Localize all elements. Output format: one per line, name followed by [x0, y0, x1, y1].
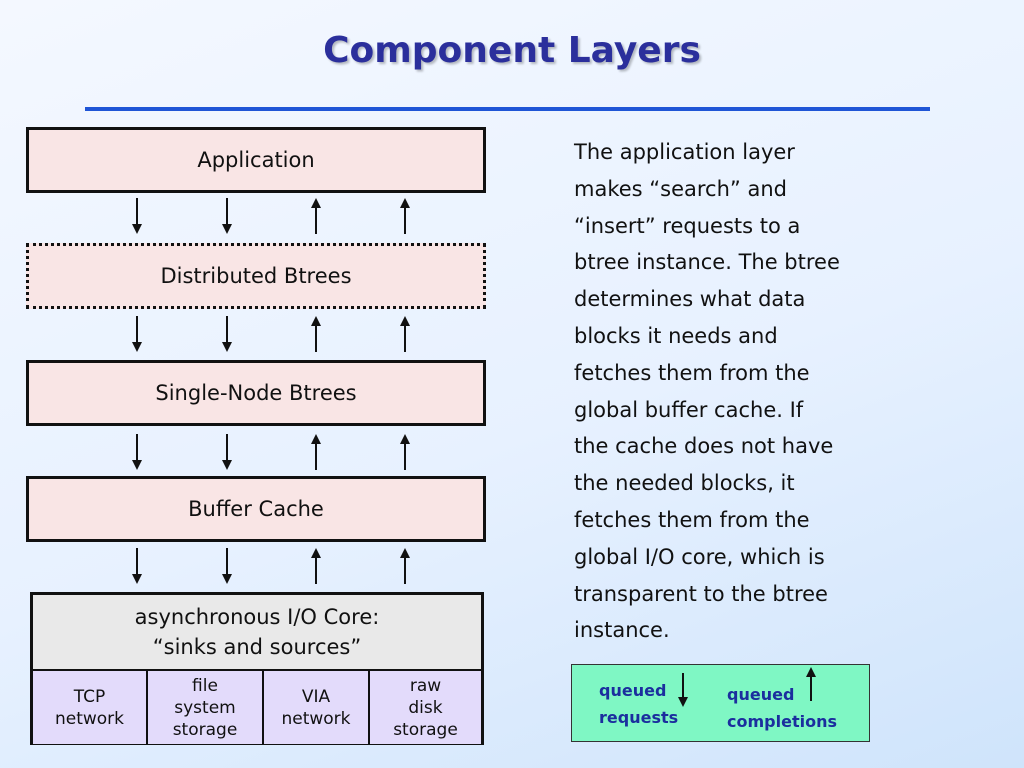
description-line: the needed blocks, it [574, 471, 795, 496]
layer-application: Application [26, 127, 486, 193]
description-line: global buffer cache. If [574, 397, 804, 422]
cell-line: network [281, 708, 351, 729]
up-arrow-icon [806, 667, 816, 701]
layer-single-node-btrees: Single-Node Btrees [26, 360, 486, 426]
description-line: the cache does not have [574, 434, 834, 459]
io-core: asynchronous I/O Core: “sinks and source… [30, 592, 484, 745]
io-core-header: asynchronous I/O Core: “sinks and source… [33, 595, 481, 671]
legend-box: queued requests queued completions [571, 664, 870, 742]
cell-line: VIA [301, 686, 331, 707]
io-core-title: asynchronous I/O Core: [134, 605, 380, 629]
cell-line: system [174, 697, 236, 718]
cell-line: file [192, 675, 218, 696]
layer-label: Single-Node Btrees [155, 381, 357, 405]
description-line: blocks it needs and [574, 323, 778, 348]
io-core-subtitle: “sinks and sources” [152, 635, 362, 659]
slide-title: Component Layers [323, 30, 701, 71]
cell-line: raw [409, 675, 442, 696]
cell-line: disk [408, 697, 443, 718]
cell-line: network [54, 708, 125, 729]
description-line: instance. [574, 618, 670, 643]
layer-label: Distributed Btrees [160, 264, 352, 288]
legend-queued-completions: queued completions [727, 681, 837, 735]
description-line: determines what data [574, 287, 806, 312]
legend-line: completions [727, 712, 837, 731]
description-line: makes “search” and [574, 176, 787, 201]
layer-buffer-cache: Buffer Cache [26, 476, 486, 542]
layer-label: Application [197, 148, 315, 172]
description-line: btree instance. The btree [574, 250, 840, 275]
legend-line: queued [599, 681, 667, 700]
layer-label: Buffer Cache [188, 497, 324, 521]
description-line: transparent to the btree [574, 581, 828, 606]
io-cell-tcp-network: TCP network [33, 671, 148, 744]
legend-line: requests [599, 708, 679, 727]
description-text: The application layer makes “search” and… [574, 134, 904, 649]
title-underline [85, 107, 930, 111]
down-arrow-icon [678, 673, 688, 707]
io-cell-raw-disk-storage: raw disk storage [370, 671, 481, 744]
legend-line: queued [727, 685, 795, 704]
layer-distributed-btrees: Distributed Btrees [26, 243, 486, 309]
description-line: fetches them from the [574, 507, 810, 532]
cell-line: TCP [73, 686, 106, 707]
description-line: global I/O core, which is [574, 544, 825, 569]
cell-line: storage [172, 719, 238, 740]
layer-arrows [132, 198, 410, 584]
legend-queued-requests: queued requests [599, 677, 678, 731]
description-line: “insert” requests to a [574, 213, 801, 238]
io-cell-file-system-storage: file system storage [148, 671, 264, 744]
io-core-cells: TCP network file system storage VIA netw… [33, 671, 481, 744]
description-line: fetches them from the [574, 360, 810, 385]
description-line: The application layer [574, 140, 795, 164]
io-cell-via-network: VIA network [264, 671, 370, 744]
cell-line: storage [393, 719, 458, 740]
